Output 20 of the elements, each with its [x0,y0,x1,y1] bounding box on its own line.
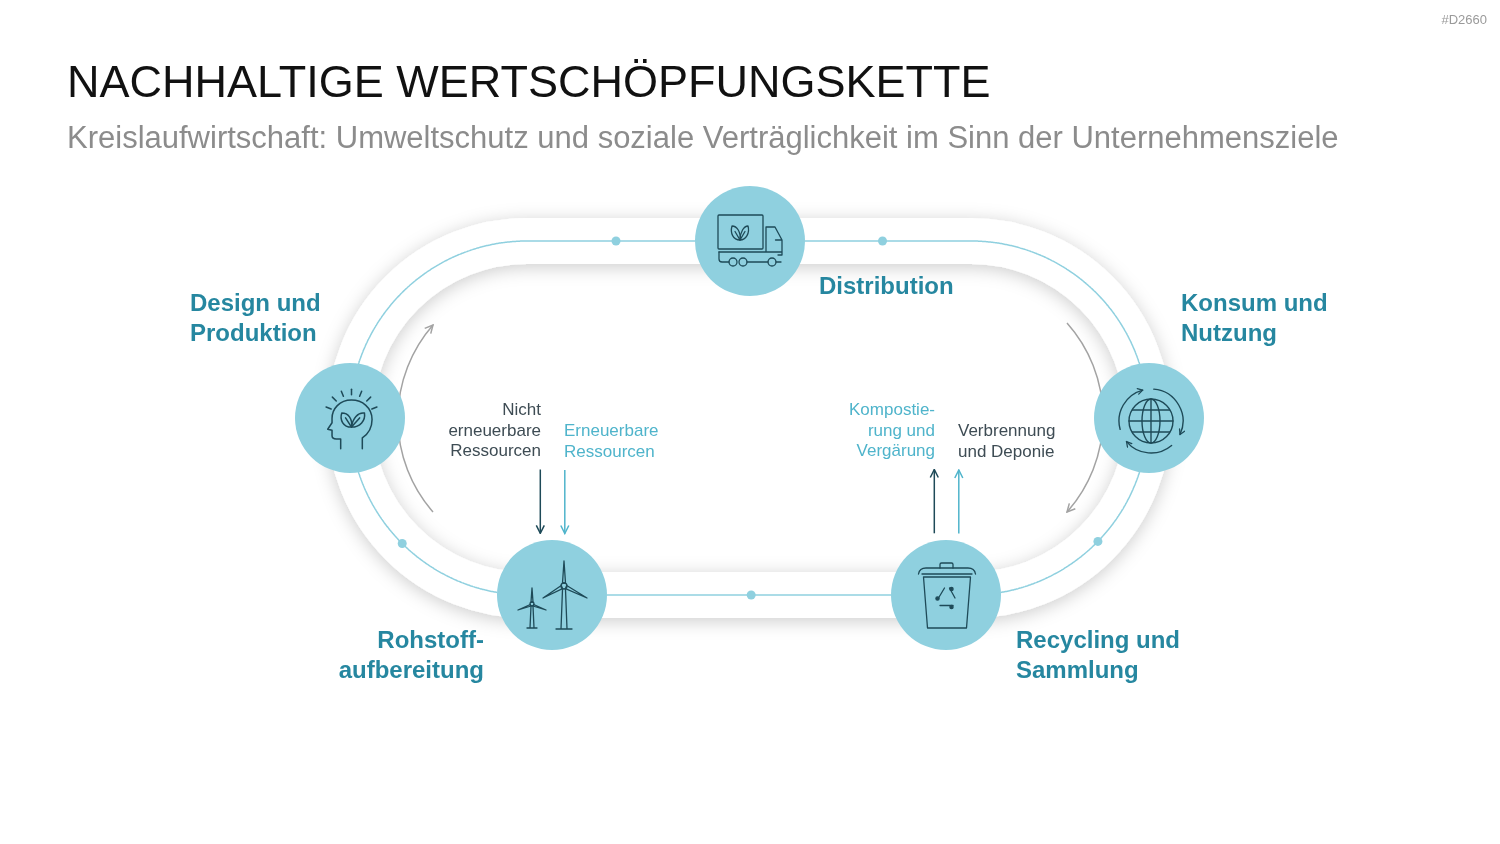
stage-heading: Recycling und Sammlung [1016,625,1182,685]
connector-line [357,471,499,594]
stage-heading: Distribution [819,271,955,301]
flow-text: Nicht erneuerbare Ressourcen [431,400,541,462]
flow-text: Erneuerbare Ressourcen [564,421,674,462]
connector-line [804,240,1141,365]
page-title: NACHHALTIGE WERTSCHÖPFUNGSKETTE [67,59,991,104]
arrow [954,469,964,535]
slide-code: #D2660 [1441,13,1487,26]
stage-heading: Design und Produktion [190,288,322,348]
arrow [535,468,546,535]
stage-heading: Konsum und Nutzung [1181,288,1329,348]
connector-line [606,594,892,596]
flow-text: Kompostie- rung und Vergärung [843,400,935,462]
connector-line [357,240,696,365]
stage-heading: Rohstoff- aufbereitung [337,625,484,685]
arrow [929,468,940,535]
arrow [560,469,570,535]
flow-text: Verbrennung und Deponie [958,421,1068,462]
subtitle: Kreislaufwirtschaft: Umweltschutz und soziale Verträglichkeit im Sinn der Unternehmensziele [67,122,1339,153]
